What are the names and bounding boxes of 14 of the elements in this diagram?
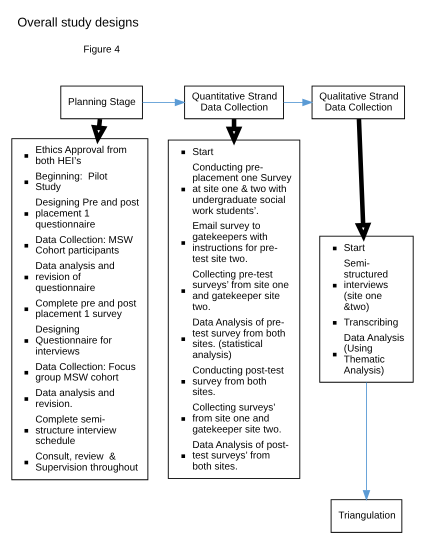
arrow [142,98,186,106]
node-box: Quantitative Strand Data Collection [184,86,284,120]
arrow [362,382,370,501]
node-box: Start Semi-structured interviews (site one &two) Transcribing Data Analysis (Using Thematic Analysis) [319,236,414,383]
arrow [354,118,372,242]
node-box: Planning Stage [60,86,143,120]
arrow [283,98,314,106]
node-box: Triangulation [330,499,402,533]
arrow [226,119,242,146]
label: Figure 4 [83,44,120,56]
node-box: Ethics Approval from both HEI’s Beginning: Pilot Study Designing Pre and post placement 1 questionnaire Data Collection: MSW Cohort participants Data analysis and revision of questionnaire Complete pre and post placement 1 survey Designing Questionnaire for interviews Data Collection: Focus group MSW cohort Data analysis and revision. Complete semi-structure interview schedule Consult, review & Supervision throughout [11,138,148,480]
node-box: Qualitative Strand Data Collection [312,86,406,120]
diagram-title: Overall study designs [17,15,139,30]
node-box: Start Conducting pre-placement one Survey at site one & two with undergraduate social work students’. Email survey to gatekeepers with instructions for pre-test site two. Collecting pre-test surveys’ from site one and gatekeeper site two. Data Analysis of pre-test survey from both sites. (statistical analysis) Conducting post-test survey from both sites. Collecting surveys’ from site one and gatekeeper site two. Data Analysis of post-test surveys’ from both sites. [168,140,300,479]
